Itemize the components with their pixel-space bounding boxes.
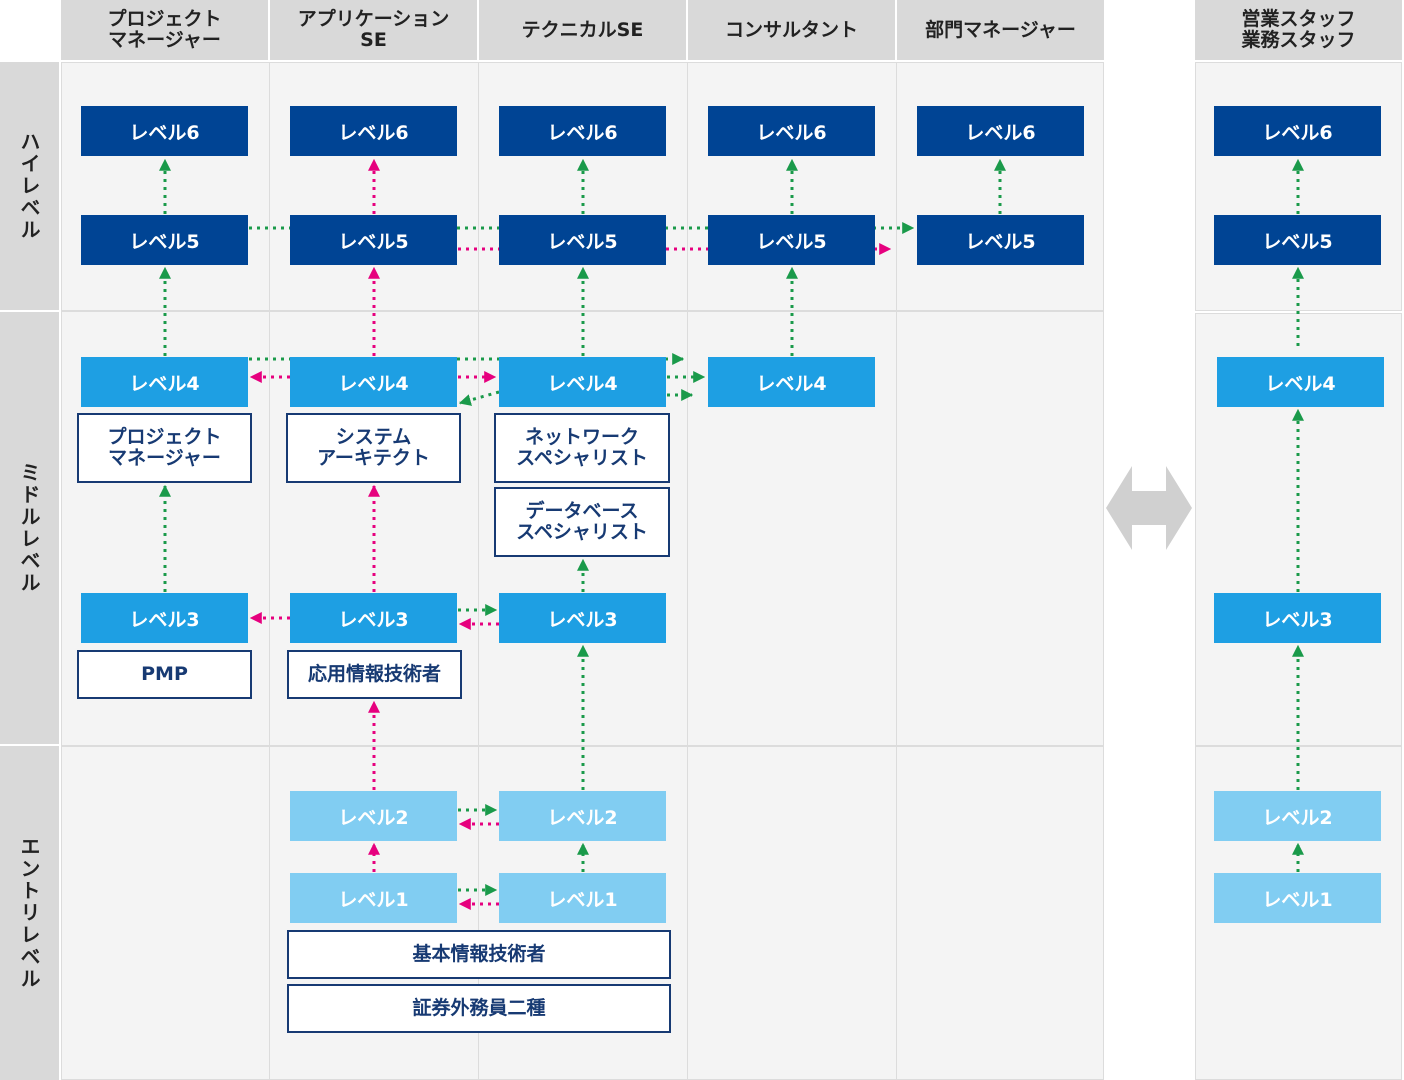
ase-level3[interactable]: レベル3 xyxy=(290,593,457,643)
cert-pmp: PMP xyxy=(77,650,252,699)
con-level4[interactable]: レベル4 xyxy=(708,357,875,407)
ase-level6[interactable]: レベル6 xyxy=(290,106,457,156)
cert-applied-it-engineer: 応用情報技術者 xyxy=(287,650,462,699)
side-level2[interactable]: レベル2 xyxy=(1214,791,1381,841)
pm-level6[interactable]: レベル6 xyxy=(81,106,248,156)
column-header-application-se: アプリケーション SE xyxy=(270,0,477,60)
tse-level2[interactable]: レベル2 xyxy=(499,791,666,841)
row-header-middle-level: ミドルレベル xyxy=(0,312,59,744)
cert-network-specialist: ネットワーク スペシャリスト xyxy=(494,413,670,483)
cert-securities-sales-rep: 証券外務員二種 xyxy=(287,984,671,1033)
link-l4-green-back xyxy=(458,390,500,406)
pm-level3[interactable]: レベル3 xyxy=(81,593,248,643)
column-header-department-manager: 部門マネージャー xyxy=(897,0,1104,60)
column-header-sales-staff: 営業スタッフ 業務スタッフ xyxy=(1195,0,1402,60)
column-header-technical-se: テクニカルSE xyxy=(479,0,686,60)
dm-level6[interactable]: レベル6 xyxy=(917,106,1084,156)
row-header-entry-level: エントリレベル xyxy=(0,746,59,1080)
cert-database-specialist: データベース スペシャリスト xyxy=(494,487,670,557)
row-header-high-level: ハイレベル xyxy=(0,62,59,310)
con-level5[interactable]: レベル5 xyxy=(708,215,875,265)
pm-level5[interactable]: レベル5 xyxy=(81,215,248,265)
cert-project-manager: プロジェクト マネージャー xyxy=(77,413,252,483)
tse-level5[interactable]: レベル5 xyxy=(499,215,666,265)
ase-level4[interactable]: レベル4 xyxy=(290,357,457,407)
tse-level3[interactable]: レベル3 xyxy=(499,593,666,643)
ase-level5[interactable]: レベル5 xyxy=(290,215,457,265)
column-divider xyxy=(269,62,270,1080)
column-header-project-manager: プロジェクト マネージャー xyxy=(61,0,268,60)
side-level3[interactable]: レベル3 xyxy=(1214,593,1381,643)
column-divider xyxy=(687,62,688,1080)
dm-level5[interactable]: レベル5 xyxy=(917,215,1084,265)
column-divider xyxy=(896,62,897,1080)
side-level4[interactable]: レベル4 xyxy=(1217,357,1384,407)
pm-level4[interactable]: レベル4 xyxy=(81,357,248,407)
side-level5[interactable]: レベル5 xyxy=(1214,215,1381,265)
tse-level4[interactable]: レベル4 xyxy=(499,357,666,407)
tse-level6[interactable]: レベル6 xyxy=(499,106,666,156)
ase-level2[interactable]: レベル2 xyxy=(290,791,457,841)
con-level6[interactable]: レベル6 xyxy=(708,106,875,156)
cert-system-architect: システム アーキテクト xyxy=(286,413,461,483)
column-header-consultant: コンサルタント xyxy=(688,0,895,60)
side-level6[interactable]: レベル6 xyxy=(1214,106,1381,156)
double-arrow-icon xyxy=(1106,466,1192,550)
side-level1[interactable]: レベル1 xyxy=(1214,873,1381,923)
ase-level1[interactable]: レベル1 xyxy=(290,873,457,923)
cert-fundamental-it-engineer: 基本情報技術者 xyxy=(287,930,671,979)
column-divider xyxy=(478,62,479,1080)
tse-level1[interactable]: レベル1 xyxy=(499,873,666,923)
